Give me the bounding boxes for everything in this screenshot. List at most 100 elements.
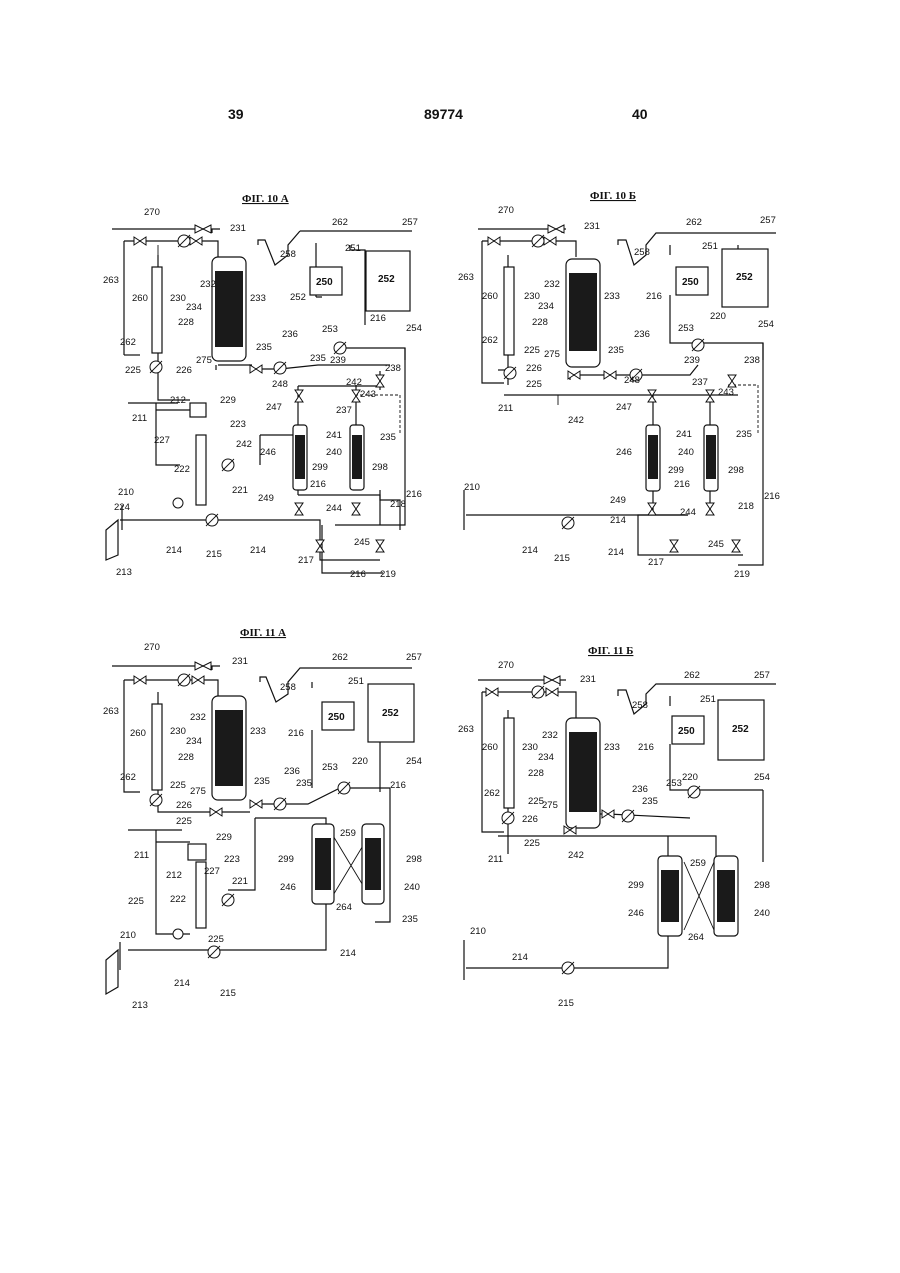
column-230 — [152, 704, 162, 790]
reference-label: 232 — [542, 730, 558, 741]
reference-label: 223 — [230, 419, 246, 430]
reference-label: 238 — [744, 355, 760, 366]
reference-label: 226 — [526, 363, 542, 374]
reference-label: 216 — [370, 313, 386, 324]
page-number-left: 39 — [228, 106, 244, 122]
reference-label: 228 — [178, 752, 194, 763]
reference-label: 275 — [190, 786, 206, 797]
reference-label: 229 — [220, 395, 236, 406]
reference-label: 235 — [642, 796, 658, 807]
reference-label: 233 — [604, 291, 620, 302]
reference-label: 262 — [482, 335, 498, 346]
reference-label: 219 — [734, 569, 750, 580]
reference-label: 236 — [634, 329, 650, 340]
reference-label: 215 — [206, 549, 222, 560]
reference-label: 275 — [542, 800, 558, 811]
reference-label: 219 — [380, 569, 396, 580]
reference-label: 225 — [170, 780, 186, 791]
compressor-213 — [106, 950, 118, 994]
reference-label: 242 — [236, 439, 252, 450]
reference-label: 238 — [385, 363, 401, 374]
reference-label: 225 — [125, 365, 141, 376]
reference-label: 211 — [488, 854, 503, 865]
reference-label: 218 — [390, 499, 406, 510]
reference-label: 258 — [280, 249, 296, 260]
reference-label: 220 — [352, 756, 368, 767]
figure-11a: ФІГ. 11 А 250 252 — [100, 622, 440, 1022]
reference-label: 234 — [538, 301, 554, 312]
reference-label: 299 — [312, 462, 328, 473]
reference-label: 258 — [634, 247, 650, 258]
figure-10b: ФІГ. 10 Б 250 252 — [458, 185, 798, 585]
figure-11b: ФІГ. 11 Б 250 252 270 231 — [458, 640, 798, 1020]
reference-label: 254 — [758, 319, 774, 330]
reference-label: 243 — [360, 389, 376, 400]
reference-label: 221 — [232, 876, 248, 887]
reference-label: 211 — [498, 403, 513, 414]
svg-text:252: 252 — [378, 274, 395, 285]
reference-label: 210 — [470, 926, 486, 937]
reference-label: 242 — [346, 377, 362, 388]
reference-label: 214 — [522, 545, 538, 556]
reference-label: 225 — [128, 896, 144, 907]
reference-label: 222 — [174, 464, 190, 475]
reference-label: 262 — [684, 670, 700, 681]
reference-label: 245 — [354, 537, 370, 548]
reference-label: 234 — [186, 736, 202, 747]
reference-label: 212 — [170, 395, 186, 406]
reference-label: 260 — [482, 291, 498, 302]
reference-label: 235 — [310, 353, 326, 364]
reference-label: 246 — [628, 908, 644, 919]
reference-label: 237 — [336, 405, 352, 416]
figure-title: ФІГ. 11 Б — [588, 645, 633, 657]
reference-label: 270 — [144, 207, 160, 218]
figure-title: ФІГ. 10 Б — [590, 190, 636, 202]
reference-label: 221 — [232, 485, 248, 496]
reference-label: 264 — [688, 932, 704, 943]
reference-label: 254 — [406, 323, 422, 334]
reference-label: 299 — [278, 854, 294, 865]
reference-label: 213 — [116, 567, 132, 578]
column-230 — [152, 267, 162, 353]
reference-label: 246 — [260, 447, 276, 458]
reference-label: 263 — [458, 724, 474, 735]
reference-label: 235 — [254, 776, 270, 787]
reference-label: 260 — [130, 728, 146, 739]
reference-label: 210 — [120, 930, 136, 941]
reference-label: 235 — [256, 342, 272, 353]
reference-label: 263 — [458, 272, 474, 283]
reference-label: 216 — [406, 489, 422, 500]
reference-label: 247 — [266, 402, 282, 413]
reference-label: 226 — [522, 814, 538, 825]
reference-label: 299 — [628, 880, 644, 891]
reference-label: 257 — [754, 670, 770, 681]
reference-label: 270 — [498, 205, 514, 216]
reference-label: 215 — [220, 988, 236, 999]
reference-label: 259 — [340, 828, 356, 839]
reference-label: 212 — [166, 870, 182, 881]
reference-label: 262 — [332, 652, 348, 663]
reference-label: 253 — [666, 778, 682, 789]
svg-text:252: 252 — [732, 724, 749, 735]
reference-label: 225 — [524, 838, 540, 849]
reference-label: 240 — [754, 908, 770, 919]
reference-label: 214 — [174, 978, 190, 989]
reference-label: 223 — [224, 854, 240, 865]
reference-label: 226 — [176, 800, 192, 811]
reference-label: 239 — [330, 355, 346, 366]
reference-label: 247 — [616, 402, 632, 413]
reference-label: 240 — [678, 447, 694, 458]
column-230 — [504, 267, 514, 355]
reference-label: 217 — [298, 555, 314, 566]
reference-label: 210 — [118, 487, 134, 498]
reference-label: 254 — [406, 756, 422, 767]
reference-label: 251 — [700, 694, 716, 705]
reference-label: 262 — [120, 772, 136, 783]
reference-label: 230 — [522, 742, 538, 753]
reference-label: 248 — [272, 379, 288, 390]
reference-label: 211 — [132, 413, 147, 424]
svg-text:250: 250 — [316, 277, 333, 288]
reference-label: 234 — [186, 302, 202, 313]
reference-label: 216 — [674, 479, 690, 490]
reference-label: 253 — [322, 324, 338, 335]
